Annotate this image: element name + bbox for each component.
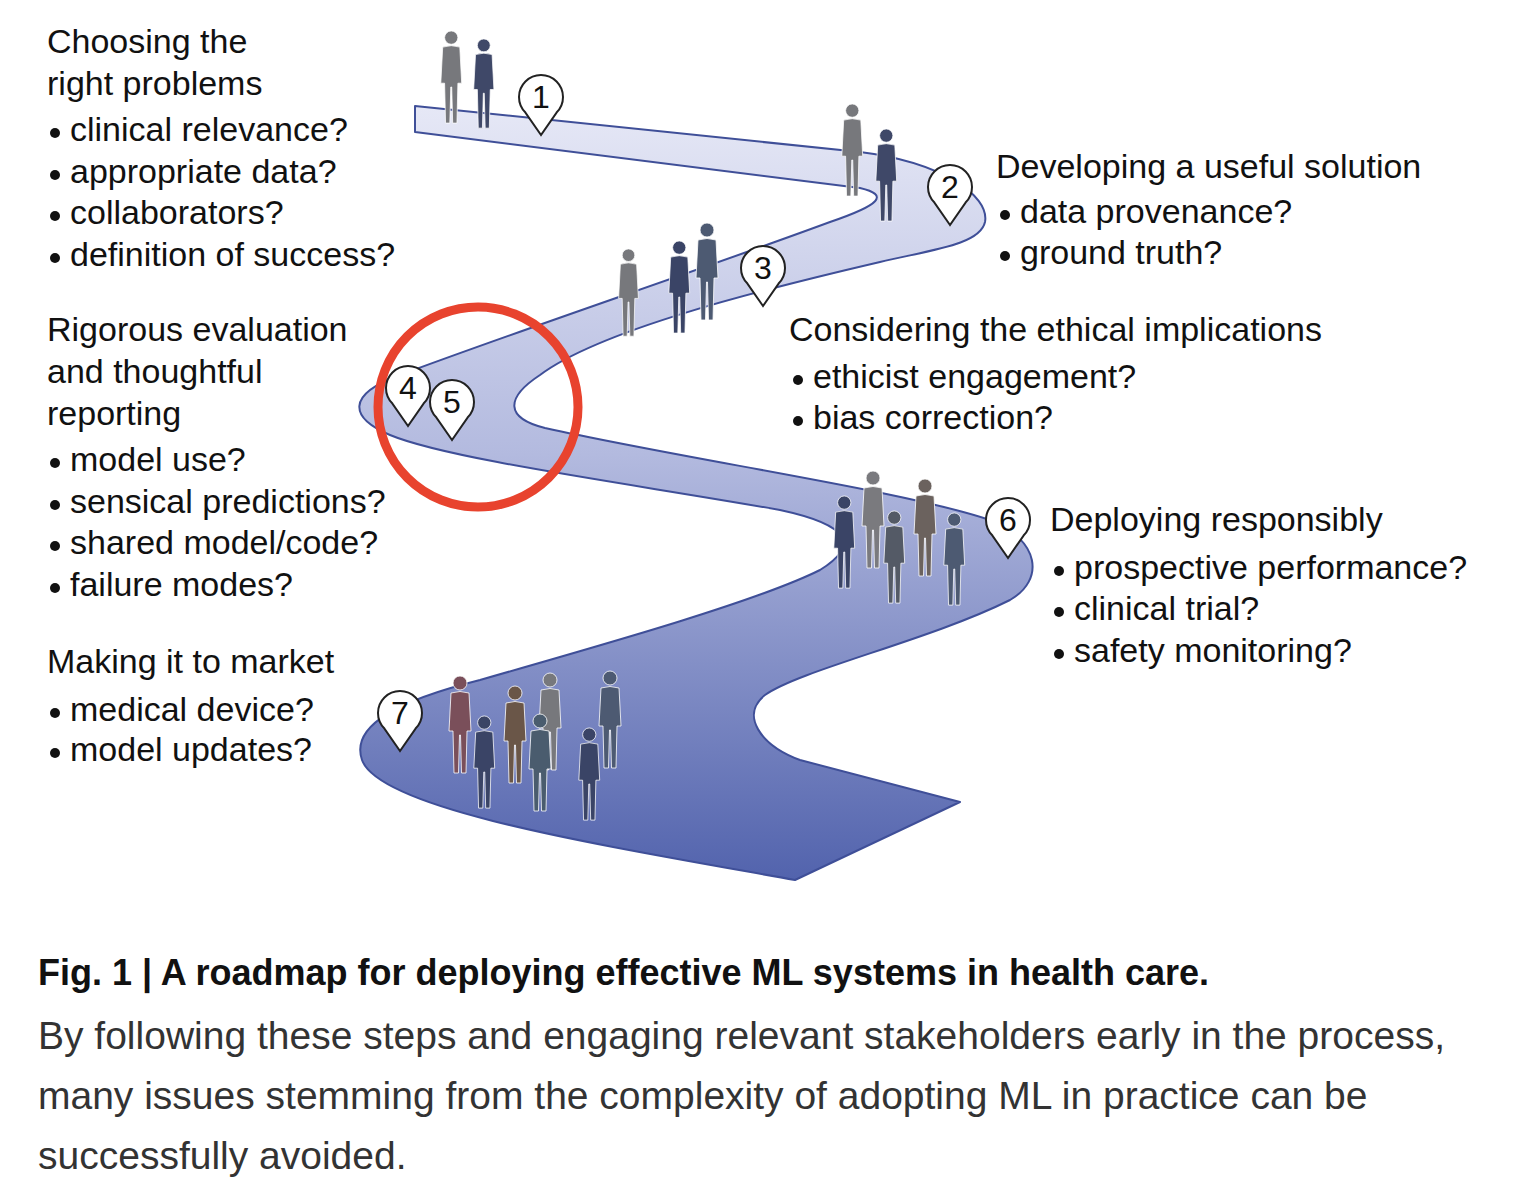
bullet-dot xyxy=(1054,607,1064,617)
step-number: 5 xyxy=(428,378,476,426)
question-item: clinical trial? xyxy=(1072,587,1261,629)
bullet-dot xyxy=(50,458,60,468)
step-number: 4 xyxy=(384,364,432,412)
section-heading: Choosing the right problems xyxy=(47,20,297,104)
step-marker: 3 xyxy=(739,244,787,308)
bullet-dot xyxy=(50,748,60,758)
person-figure xyxy=(944,513,965,605)
figure-caption: By following these steps and engaging re… xyxy=(38,1006,1488,1186)
person-figure xyxy=(474,716,495,808)
bullet-dot xyxy=(1054,566,1064,576)
section-heading: Making it to market xyxy=(47,640,334,682)
bullet-dot xyxy=(793,375,803,385)
person-figure xyxy=(579,728,600,820)
bullet-dot xyxy=(50,541,60,551)
step-marker: 5 xyxy=(428,378,476,442)
step-number: 1 xyxy=(517,73,565,121)
question-item: medical device? xyxy=(68,688,316,730)
person-figure xyxy=(599,671,621,768)
figure-title: Fig. 1 | A roadmap for deploying effecti… xyxy=(38,951,1528,995)
question-item: ground truth? xyxy=(1018,231,1224,273)
step-marker: 1 xyxy=(517,73,565,137)
person-figure xyxy=(876,129,897,221)
person-figure xyxy=(884,511,905,603)
person-figure xyxy=(914,479,936,576)
step-marker: 4 xyxy=(384,364,432,428)
question-item: shared model/code? xyxy=(68,521,380,563)
question-item: safety monitoring? xyxy=(1072,629,1354,671)
step-number: 3 xyxy=(739,244,787,292)
highlight-circle xyxy=(378,307,578,507)
person-figure xyxy=(842,104,863,196)
question-item: appropriate data? xyxy=(68,150,339,192)
person-figure xyxy=(862,471,884,568)
person-figure xyxy=(449,676,471,773)
bullet-dot xyxy=(50,253,60,263)
section-heading: Rigorous evaluation and thoughtful repor… xyxy=(47,308,397,434)
question-item: sensical predictions? xyxy=(68,480,388,522)
bullet-dot xyxy=(50,211,60,221)
section-heading: Deploying responsibly xyxy=(1050,498,1383,540)
step-marker: 6 xyxy=(984,496,1032,560)
person-figure xyxy=(834,496,855,588)
bullet-dot xyxy=(1000,251,1010,261)
step-marker: 7 xyxy=(376,689,424,753)
person-figure xyxy=(619,249,639,336)
question-item: definition of success? xyxy=(68,233,397,275)
step-number: 7 xyxy=(376,689,424,737)
bullet-dot xyxy=(50,128,60,138)
question-item: data provenance? xyxy=(1018,190,1294,232)
question-item: collaborators? xyxy=(68,191,286,233)
question-item: clinical relevance? xyxy=(68,108,350,150)
question-item: bias correction? xyxy=(811,396,1055,438)
section-heading: Considering the ethical implications xyxy=(789,308,1322,350)
bullet-dot xyxy=(50,583,60,593)
person-figure xyxy=(504,686,526,783)
bullet-dot xyxy=(50,708,60,718)
bullet-dot xyxy=(50,500,60,510)
question-item: ethicist engagement? xyxy=(811,355,1138,397)
bullet-dot xyxy=(50,170,60,180)
question-item: prospective performance? xyxy=(1072,546,1469,588)
bullet-dot xyxy=(1000,210,1010,220)
section-heading: Developing a useful solution xyxy=(996,145,1421,187)
question-item: model updates? xyxy=(68,728,314,770)
person-figure xyxy=(474,39,494,128)
winding-road xyxy=(359,106,1032,880)
person-figure xyxy=(441,31,462,123)
step-number: 2 xyxy=(926,163,974,211)
person-figure xyxy=(696,223,718,320)
step-marker: 2 xyxy=(926,163,974,227)
question-item: failure modes? xyxy=(68,563,295,605)
bullet-dot xyxy=(793,416,803,426)
person-figure xyxy=(529,714,551,811)
person-figure xyxy=(669,241,690,333)
step-number: 6 xyxy=(984,496,1032,544)
question-item: model use? xyxy=(68,438,248,480)
bullet-dot xyxy=(1054,649,1064,659)
